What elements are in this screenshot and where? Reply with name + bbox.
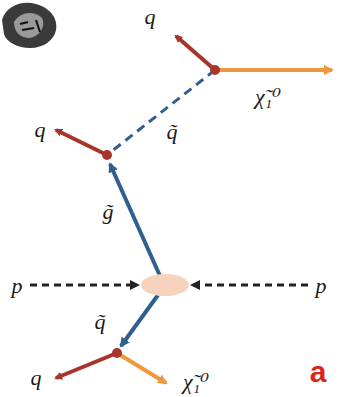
proton-beam	[192, 284, 308, 287]
particle-label: q	[145, 6, 156, 28]
collision-blob	[141, 274, 189, 296]
particle-label: p	[316, 275, 327, 297]
vertex-dot	[102, 150, 112, 160]
squark-dashed-line	[107, 70, 215, 155]
particle-label: q̃	[95, 311, 106, 333]
neutralino-line	[117, 353, 166, 383]
portrait-sketch	[2, 3, 56, 48]
proton-beam	[30, 284, 138, 287]
neutralino-line	[215, 68, 332, 72]
panel-tag: a	[310, 357, 327, 387]
quark-line	[176, 36, 215, 70]
quark-line	[56, 130, 107, 155]
particle-label: χ̃₁⁰	[183, 371, 209, 393]
particle-label: χ̃₁⁰	[255, 86, 281, 108]
particle-label: p	[12, 275, 23, 297]
particle-label: g̃	[103, 201, 114, 223]
gluino-line	[110, 164, 160, 276]
particle-label: q	[35, 119, 46, 141]
particle-label: q	[31, 367, 42, 389]
vertex-dot	[112, 348, 122, 358]
particle-label: q̃	[167, 121, 178, 143]
squark-line	[121, 295, 158, 346]
vertex-dot	[210, 65, 220, 75]
quark-line	[56, 353, 117, 378]
